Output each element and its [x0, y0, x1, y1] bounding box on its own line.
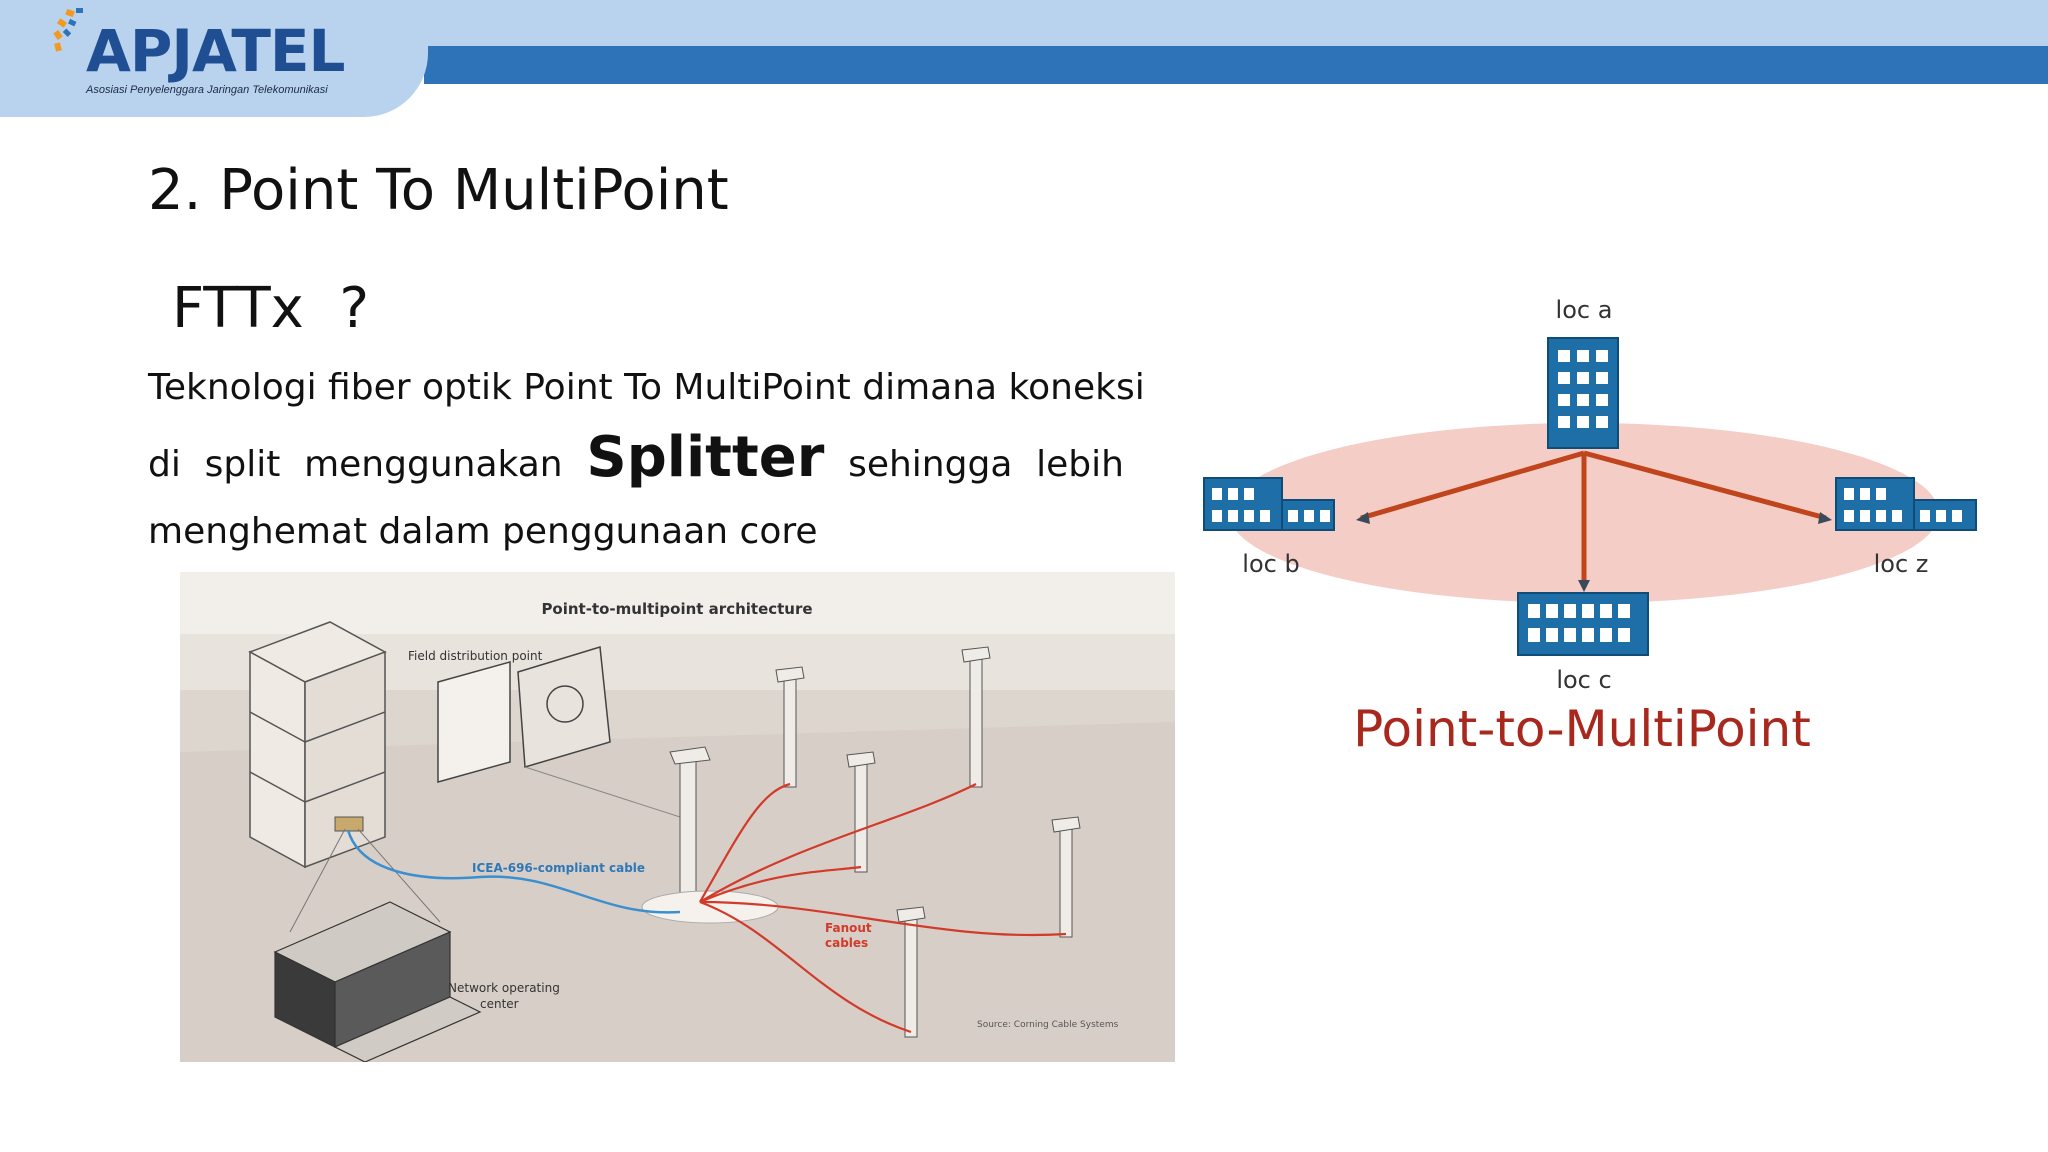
label-loc-z: loc z — [1874, 550, 1929, 578]
noc-label-2: center — [480, 997, 519, 1011]
label-loc-a: loc a — [1556, 296, 1613, 324]
logo-wordmark: APJATEL — [86, 17, 346, 85]
logo-emblem-icon — [53, 8, 83, 52]
building-loc-z — [1835, 477, 1977, 531]
slide-subtitle: FTTx ? — [172, 276, 370, 341]
slide-title: 2. Point To MultiPoint — [148, 158, 729, 223]
body-line-3: menghemat dalam penggunaan core — [148, 511, 818, 552]
figure-title: Point-to-multipoint architecture — [541, 600, 812, 618]
fanout-label-2: cables — [825, 936, 868, 950]
cable-label: ICEA-696-compliant cable — [472, 861, 645, 875]
body-word: di — [148, 444, 181, 485]
noc-equipment — [273, 901, 482, 1062]
field-distribution-box — [437, 646, 611, 783]
body-line-2: di split menggunakan Splitter sehingga l… — [148, 430, 1124, 486]
links — [1360, 450, 1827, 586]
splitter-box — [334, 816, 364, 832]
architecture-figure: Point-to-multipoint architecture Network… — [180, 572, 1175, 1062]
building-loc-a — [1547, 337, 1619, 449]
label-loc-c: loc c — [1556, 666, 1611, 694]
link-arrows — [1356, 512, 1832, 592]
field-distribution-label: Field distribution point — [408, 649, 543, 663]
source-label: Source: Corning Cable Systems — [977, 1020, 1119, 1030]
p2mp-diagram: loc a loc b loc z loc c Point-to-MultiPo… — [1203, 296, 1977, 758]
header-bar — [424, 46, 2048, 84]
fanout-cables — [699, 782, 1067, 1034]
body-word: lebih — [1036, 444, 1124, 485]
building-loc-c — [1517, 592, 1649, 656]
label-loc-b: loc b — [1242, 550, 1299, 578]
diagram-caption: Point-to-MultiPoint — [1353, 700, 1811, 758]
icea-cable — [346, 829, 681, 914]
body-word: menggunakan — [304, 444, 563, 485]
fanout-label-1: Fanout — [825, 921, 872, 935]
body-word: sehingga — [848, 444, 1013, 485]
body-line-1: Teknologi fiber optik Point To MultiPoin… — [148, 367, 1145, 408]
center-pedestal — [669, 746, 711, 913]
rack-cabinet — [248, 621, 387, 869]
logo-subtitle: Asosiasi Penyelenggara Jaringan Telekomu… — [86, 84, 328, 96]
building-loc-b — [1203, 477, 1335, 531]
body-word: split — [204, 444, 281, 485]
splitter-keyword: Splitter — [586, 425, 825, 490]
noc-label-1: Network operating — [448, 981, 560, 995]
pedestals — [775, 646, 1081, 1038]
